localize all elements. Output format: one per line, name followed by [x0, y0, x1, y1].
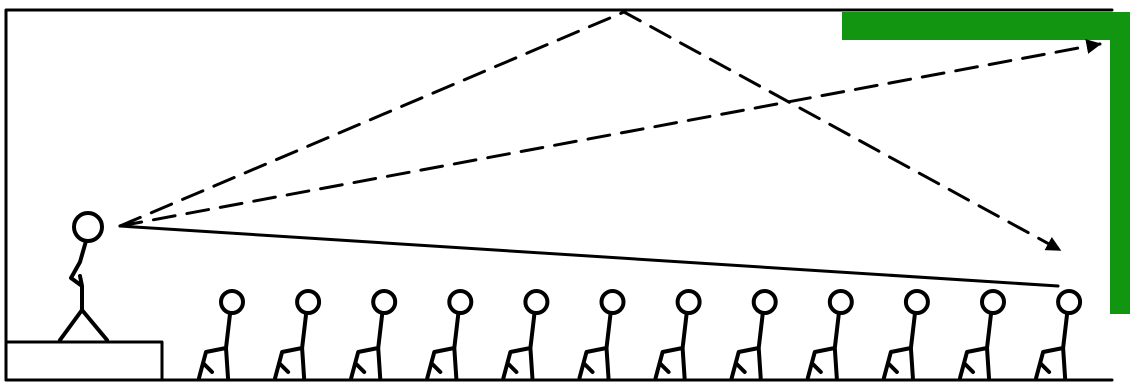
seated-figure-icon	[1036, 291, 1080, 378]
listener-head	[982, 291, 1004, 313]
room-outline	[6, 10, 1112, 380]
seated-figure-icon	[884, 291, 928, 378]
listener-head	[221, 291, 243, 313]
seated-figure-icon	[808, 291, 852, 378]
speaker-head	[74, 213, 102, 241]
listener-body	[427, 314, 458, 378]
stage-platform	[6, 342, 162, 380]
ray-ceiling-reflection	[120, 12, 1060, 250]
listener-head	[1058, 291, 1080, 313]
speaker-figure	[60, 213, 107, 340]
listener-body	[884, 314, 915, 378]
listener-head	[602, 291, 624, 313]
seated-figure-icon	[275, 291, 319, 378]
listener-head	[449, 291, 471, 313]
listener-head	[525, 291, 547, 313]
listener-head	[373, 291, 395, 313]
seated-figure-icon	[503, 291, 547, 378]
seated-figure-icon	[580, 291, 624, 378]
listener-body	[656, 314, 687, 378]
listener-body	[732, 314, 763, 378]
reflector-panel-icon	[842, 12, 1130, 314]
listener-body	[808, 314, 839, 378]
seated-figure-icon	[427, 291, 471, 378]
listener-head	[830, 291, 852, 313]
speaker-body	[60, 241, 107, 340]
listener-body	[199, 314, 230, 378]
seated-figure-icon	[960, 291, 1004, 378]
seated-figure-icon	[732, 291, 776, 378]
listener-head	[754, 291, 776, 313]
ray-to-reflector	[120, 44, 1100, 226]
listener-body	[580, 314, 611, 378]
listener-body	[351, 314, 382, 378]
listener-body	[960, 314, 991, 378]
listener-body	[503, 314, 534, 378]
ray-direct-to-listener	[120, 226, 1058, 286]
listener-head	[678, 291, 700, 313]
listener-head	[297, 291, 319, 313]
seated-figure-icon	[351, 291, 395, 378]
audience-row	[199, 291, 1080, 378]
listener-head	[906, 291, 928, 313]
seated-figure-icon	[199, 291, 243, 378]
sound-rays	[120, 12, 1100, 286]
seated-figure-icon	[656, 291, 700, 378]
listener-body	[275, 314, 306, 378]
listener-body	[1036, 314, 1067, 378]
